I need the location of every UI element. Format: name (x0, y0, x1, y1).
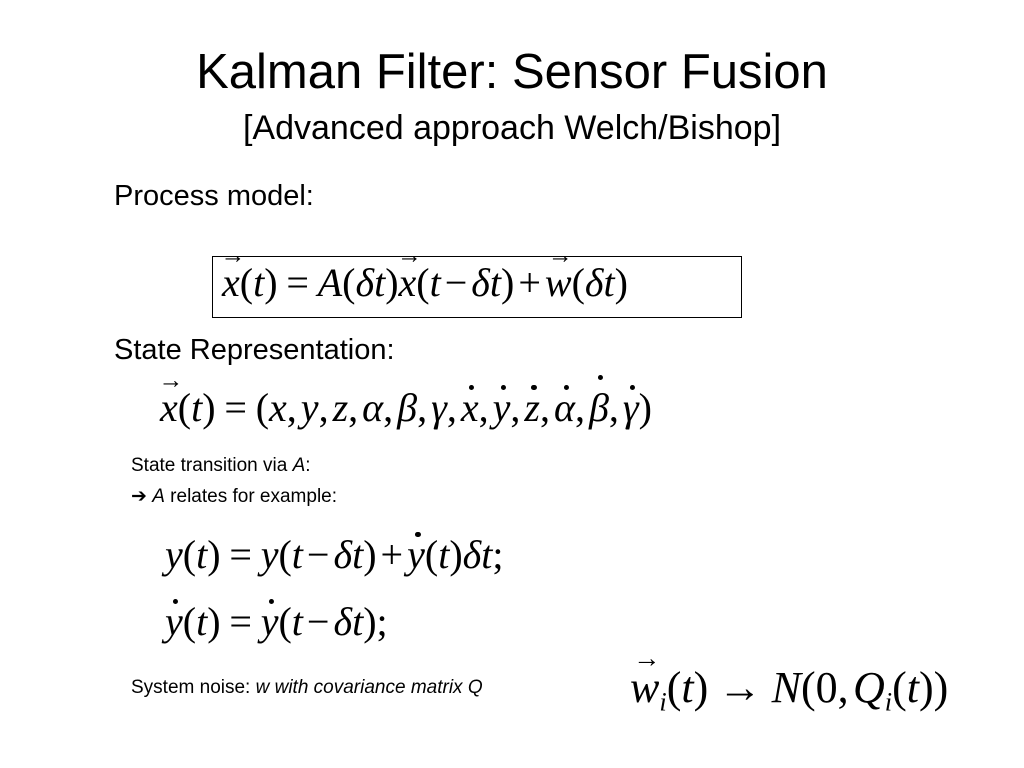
relates-label: ➔ A relates for example: (131, 486, 338, 507)
slide-title: Kalman Filter: Sensor Fusion (196, 45, 828, 99)
system-noise-label: System noise: w with covariance matrix Q (131, 677, 483, 698)
process-model-box (212, 256, 742, 318)
state-representation-label: State Representation: (114, 334, 395, 366)
state-vector-equation: x(t)=(x,y,z,α,β,γ,x,y,z,α,β,γ) (160, 384, 652, 431)
ydot-update-equation: y(t)=y(t−δt); (165, 599, 388, 644)
state-transition-label: State transition via A: (131, 455, 311, 476)
arrow-right-icon: ➔ (131, 486, 147, 507)
y-update-equation: y(t)=y(t−δt)+y(t)δt; (165, 532, 504, 577)
process-model-label: Process model: (114, 180, 314, 212)
process-model-equation: x(t)=A(δt)x(t−δt)+w(δt) (222, 259, 628, 306)
noise-distribution-equation: wi(t)→N(0,Qi(t)) (630, 662, 948, 715)
slide-subtitle: [Advanced approach Welch/Bishop] (242, 109, 782, 147)
